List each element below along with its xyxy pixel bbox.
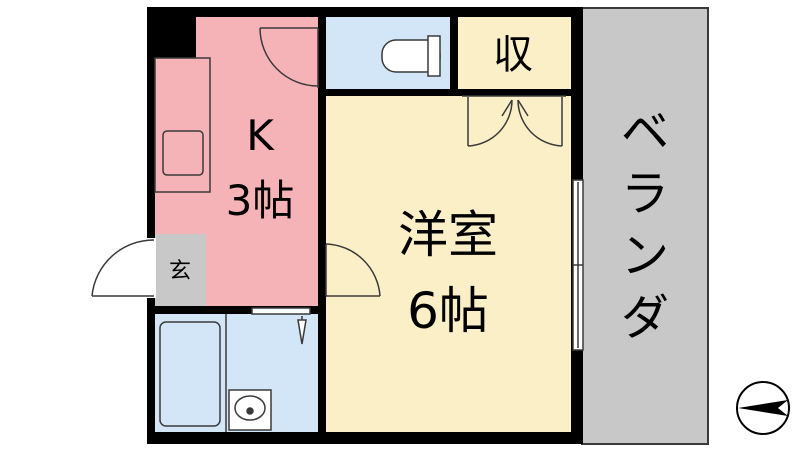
western-room-size: 6帖 <box>407 282 489 340</box>
kitchen-size: 3帖 <box>226 176 295 225</box>
north-arrow-icon <box>736 381 790 435</box>
balcony-window <box>572 179 584 351</box>
storage-label: 収 <box>493 32 533 78</box>
balcony-area <box>581 7 709 445</box>
genkan-area <box>155 234 206 306</box>
kitchen-area <box>155 17 318 306</box>
washbasin-icon <box>228 389 272 431</box>
western-room-area <box>326 96 571 432</box>
kitchen-counter <box>154 57 211 193</box>
kitchen-name: K <box>246 111 275 160</box>
closet-door-icon <box>462 95 566 147</box>
storage-area <box>458 17 571 89</box>
western-room-door-icon <box>325 243 381 297</box>
genkan-label: 玄 <box>169 259 191 284</box>
balcony-char-3: ン <box>621 228 669 284</box>
balcony-char-1: ベ <box>621 104 669 160</box>
kitchen-door-icon <box>259 27 319 88</box>
sink-icon <box>162 130 204 176</box>
toilet-icon <box>381 35 441 77</box>
balcony-char-2: ラ <box>621 166 669 222</box>
entrance-door-icon <box>90 238 156 298</box>
balcony-char-4: ダ <box>621 290 669 346</box>
bathroom-fixtures <box>159 307 311 432</box>
western-room-name: 洋室 <box>398 206 498 264</box>
